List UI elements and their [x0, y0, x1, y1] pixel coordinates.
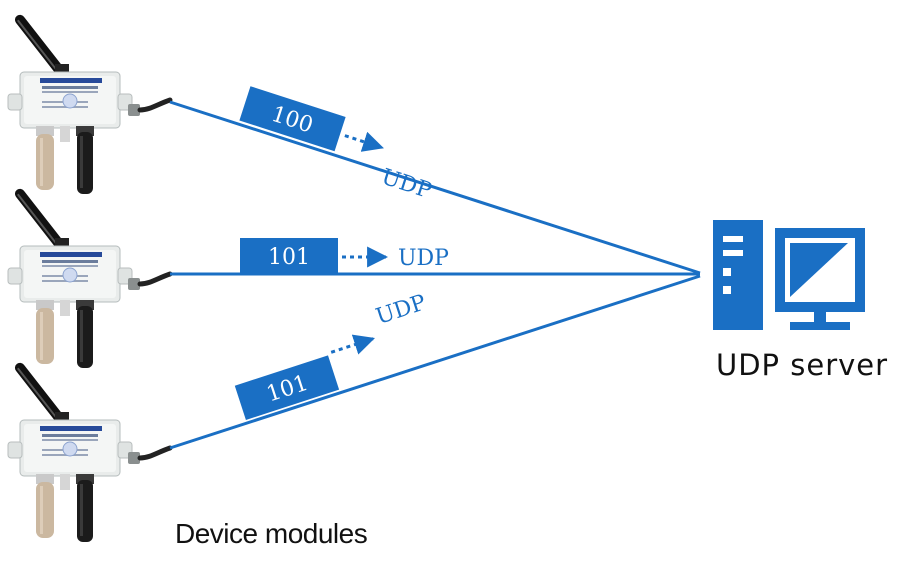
device-module-1 — [8, 13, 170, 194]
connection-line-1 — [169, 100, 701, 275]
computer-server-icon — [713, 220, 865, 330]
device-module-3 — [8, 361, 170, 542]
server-label: UDP server — [716, 348, 889, 382]
devices-label: Device modules — [175, 518, 368, 549]
connection-line-3 — [169, 274, 701, 450]
device-module-2 — [8, 187, 170, 368]
packet-2-protocol: UDP — [398, 246, 449, 271]
packet-1-protocol: UDP — [378, 165, 434, 205]
packet-1: 100 UDP — [239, 86, 435, 205]
packet-3-protocol: UDP — [373, 290, 429, 330]
packet-3: 101 UDP — [234, 290, 429, 420]
packet-2-number: 101 — [268, 245, 310, 270]
packet-2: 101 UDP — [240, 238, 449, 274]
